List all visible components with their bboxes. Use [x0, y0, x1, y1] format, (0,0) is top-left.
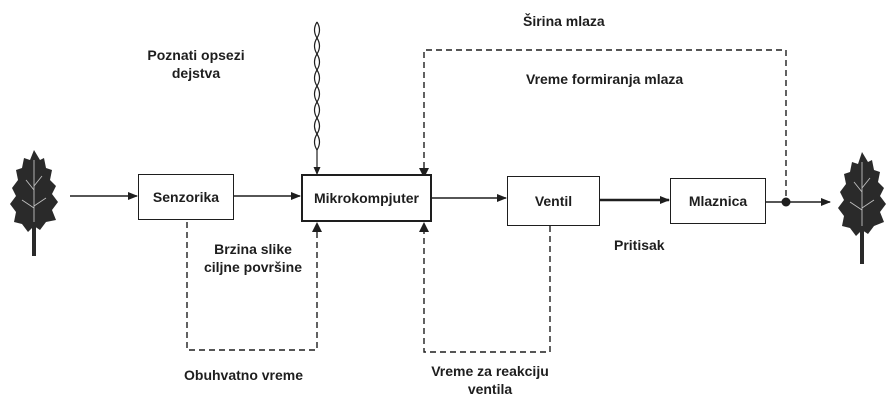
left-tree-icon [10, 150, 58, 256]
sensor-label: Senzorika [152, 189, 220, 205]
coverage-time-label: Obuhvatno vreme [184, 367, 304, 383]
valve-reaction-label: Vreme za reakciju ventila [420, 362, 560, 398]
valve-box: Ventil [507, 176, 600, 226]
valve-reaction-line-2: ventila [467, 381, 513, 397]
image-speed-line-1: Brzina slike [214, 241, 292, 257]
known-ranges-line-1: Poznati opsezi [147, 47, 245, 63]
known-ranges-line-2: dejstva [171, 65, 221, 81]
wavy-signal-icon [313, 21, 321, 175]
valve-reaction-loop [423, 226, 551, 353]
microcomputer-box: Mikrokompjuter [301, 174, 432, 222]
coverage-time-loop [186, 222, 318, 351]
jet-width-label: Širina mlaza [523, 13, 605, 29]
sensor-box: Senzorika [138, 174, 234, 220]
junction-dot [781, 197, 791, 207]
image-speed-label: Brzina slike ciljne površine [194, 240, 312, 276]
valve-label: Ventil [534, 193, 573, 209]
pressure-label: Pritisak [614, 237, 665, 253]
jet-feedback-loop [423, 49, 787, 196]
jet-formation-time-label: Vreme formiranja mlaza [526, 71, 684, 87]
image-speed-line-2: ciljne površine [203, 259, 303, 275]
known-ranges-label: Poznati opsezi dejstva [144, 46, 248, 82]
nozzle-label: Mlaznica [688, 193, 748, 209]
right-tree-icon [838, 152, 886, 264]
microcomputer-label: Mikrokompjuter [313, 190, 419, 206]
valve-reaction-line-1: Vreme za reakciju [431, 363, 549, 379]
nozzle-box: Mlaznica [670, 178, 766, 224]
